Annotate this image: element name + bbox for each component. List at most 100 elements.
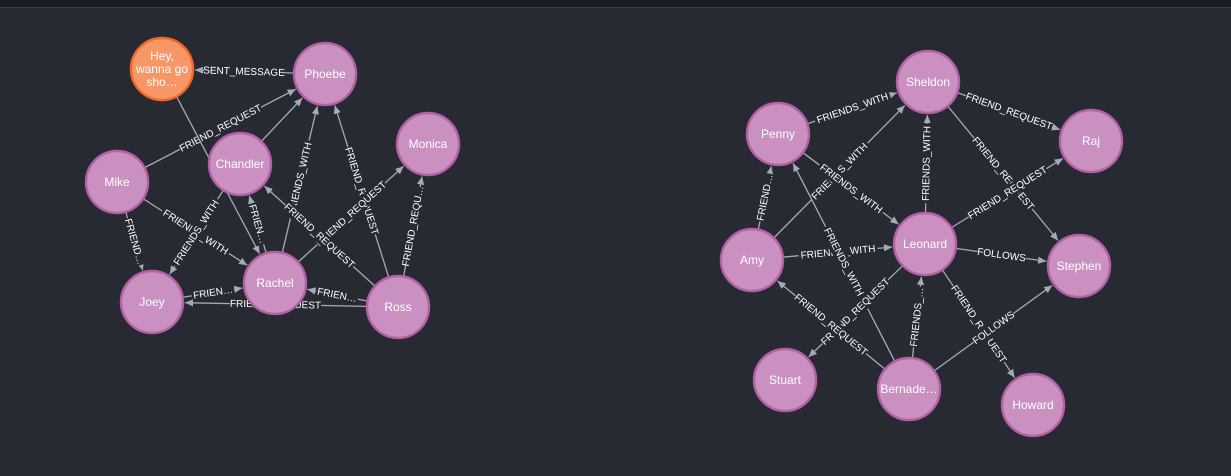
relationship-label-bg [947, 282, 1010, 366]
relationship-label-bg [791, 290, 871, 359]
node-label: Howard [1012, 398, 1053, 412]
node-label: Leonard [903, 237, 947, 251]
relationship-label: FRIENDS_WITH [921, 126, 933, 201]
relationship-label-bg [341, 145, 382, 237]
node-raj[interactable]: Raj [1058, 108, 1124, 174]
node-label: Mike [104, 175, 130, 189]
node-label: sho… [146, 75, 177, 89]
relationship-label-bg [121, 216, 148, 267]
relationship-label: FRIEN… [192, 285, 233, 302]
node-label: Amy [740, 253, 764, 267]
node-circle[interactable] [1000, 372, 1066, 438]
node-circle[interactable] [1046, 233, 1112, 299]
relationship-penny-sheldon[interactable]: FRIENDS_WITH [808, 89, 898, 128]
node-circle[interactable] [892, 211, 958, 277]
node-leonard[interactable]: Leonard [892, 211, 958, 277]
node-rachel[interactable]: Rachel [242, 250, 308, 316]
node-circle[interactable] [242, 250, 308, 316]
relationship-amy-penny[interactable]: FRIEND… [753, 166, 777, 229]
relationship-leonard-sheldon[interactable]: FRIENDS_WITH [919, 114, 934, 213]
node-circle[interactable] [876, 356, 942, 422]
relationship-line[interactable] [261, 97, 303, 142]
node-circle[interactable] [129, 36, 195, 102]
node-label: Chandler [216, 157, 265, 171]
relationship-leonard-stephen[interactable]: FOLLOWS [956, 245, 1047, 265]
node-joey[interactable]: Joey [119, 269, 185, 335]
relationship-label-bg [190, 282, 236, 303]
node-penny[interactable]: Penny [745, 101, 811, 167]
relationship-ross-monica[interactable]: FRIEND_REQU… [399, 176, 427, 276]
node-label: Joey [139, 295, 164, 309]
relationship-label-bg [314, 284, 360, 306]
node-label: Hey, [150, 49, 174, 63]
relationship-chandler-joey[interactable]: FRIENDS_WITH [169, 190, 224, 275]
node-amy[interactable]: Amy [719, 227, 785, 293]
node-circle[interactable] [719, 227, 785, 293]
node-label: Phoebe [304, 67, 346, 81]
node-mike[interactable]: Mike [84, 149, 150, 215]
relationship-label-bg [907, 286, 927, 348]
relationship-label-bg [281, 200, 358, 272]
top-divider [0, 7, 1231, 8]
relationship-rachel-monica[interactable]: FRIEND_REQUEST [298, 165, 405, 262]
relationship-rachel-chandler[interactable]: FRIEN… [245, 195, 270, 253]
relationship-label-bg [177, 101, 265, 156]
node-circle[interactable] [207, 131, 273, 197]
relationship-label: FRIEND_REQU… [401, 185, 427, 267]
relationship-sheldon-raj[interactable]: FRIEND_REQUEST [957, 89, 1061, 133]
node-circle[interactable] [365, 274, 431, 340]
relationship-label-bg [970, 308, 1018, 348]
node-circle[interactable] [84, 149, 150, 215]
node-label: Rachel [256, 276, 293, 290]
relationship-bernadette-leonard[interactable]: FRIENDS_… [907, 276, 927, 358]
node-circle[interactable] [745, 101, 811, 167]
node-circle[interactable] [292, 41, 358, 107]
node-circle[interactable] [1058, 108, 1124, 174]
relationship-label: FOLLOWS [976, 247, 1026, 265]
node-stuart[interactable]: Stuart [752, 347, 818, 413]
relationship-label: FRIENDS_WITH [172, 198, 222, 267]
relationship-joey-rachel[interactable]: FRIEN… [183, 282, 243, 303]
relationship-phoebe-msg[interactable]: SENT_MESSAGE [194, 63, 294, 80]
relationship-label-bg [753, 172, 777, 223]
node-circle[interactable] [395, 111, 461, 177]
relationship-label-bg [969, 134, 1038, 214]
node-chandler[interactable]: Chandler [207, 131, 273, 197]
node-label: Bernade… [880, 382, 937, 396]
node-stephen[interactable]: Stephen [1046, 233, 1112, 299]
relationship-label: FRIEN… [246, 203, 268, 244]
node-label: Stuart [769, 373, 802, 387]
relationship-chandler-phoebe[interactable] [261, 97, 303, 142]
relationship-label-bg [812, 89, 893, 128]
node-ross[interactable]: Ross [365, 274, 431, 340]
node-label: Monica [409, 137, 448, 151]
relationship-label: FRIEND_REQUEST [964, 91, 1053, 132]
relationship-label-bg [819, 223, 868, 301]
relationship-label: FRIENDS_WITH [816, 91, 890, 126]
relationship-mike-joey[interactable]: FRIEND… [121, 212, 148, 271]
relationship-label-bg [976, 245, 1027, 265]
node-bernadette[interactable]: Bernade… [876, 356, 942, 422]
relationship-label-bg [169, 195, 224, 270]
relationship-label-bg [963, 89, 1055, 133]
node-sheldon[interactable]: Sheldon [895, 49, 961, 115]
node-circle[interactable] [752, 347, 818, 413]
node-msg[interactable]: Hey,wanna gosho… [129, 36, 195, 102]
node-label: Sheldon [906, 75, 950, 89]
node-label: Stephen [1057, 259, 1102, 273]
node-label: Ross [384, 300, 411, 314]
relationship-label-bg [245, 201, 270, 247]
node-circle[interactable] [119, 269, 185, 335]
relationship-label-bg [807, 138, 873, 205]
node-circle[interactable] [895, 49, 961, 115]
top-bar [0, 0, 1231, 7]
node-howard[interactable]: Howard [1000, 372, 1066, 438]
node-monica[interactable]: Monica [395, 111, 461, 177]
relationship-label-bg [284, 138, 316, 220]
relationship-leonard-raj[interactable]: FRIEND_REQUEST [951, 157, 1064, 228]
node-phoebe[interactable]: Phoebe [292, 41, 358, 107]
relationship-label-bg [312, 178, 390, 250]
relationship-label-bg [815, 159, 887, 218]
